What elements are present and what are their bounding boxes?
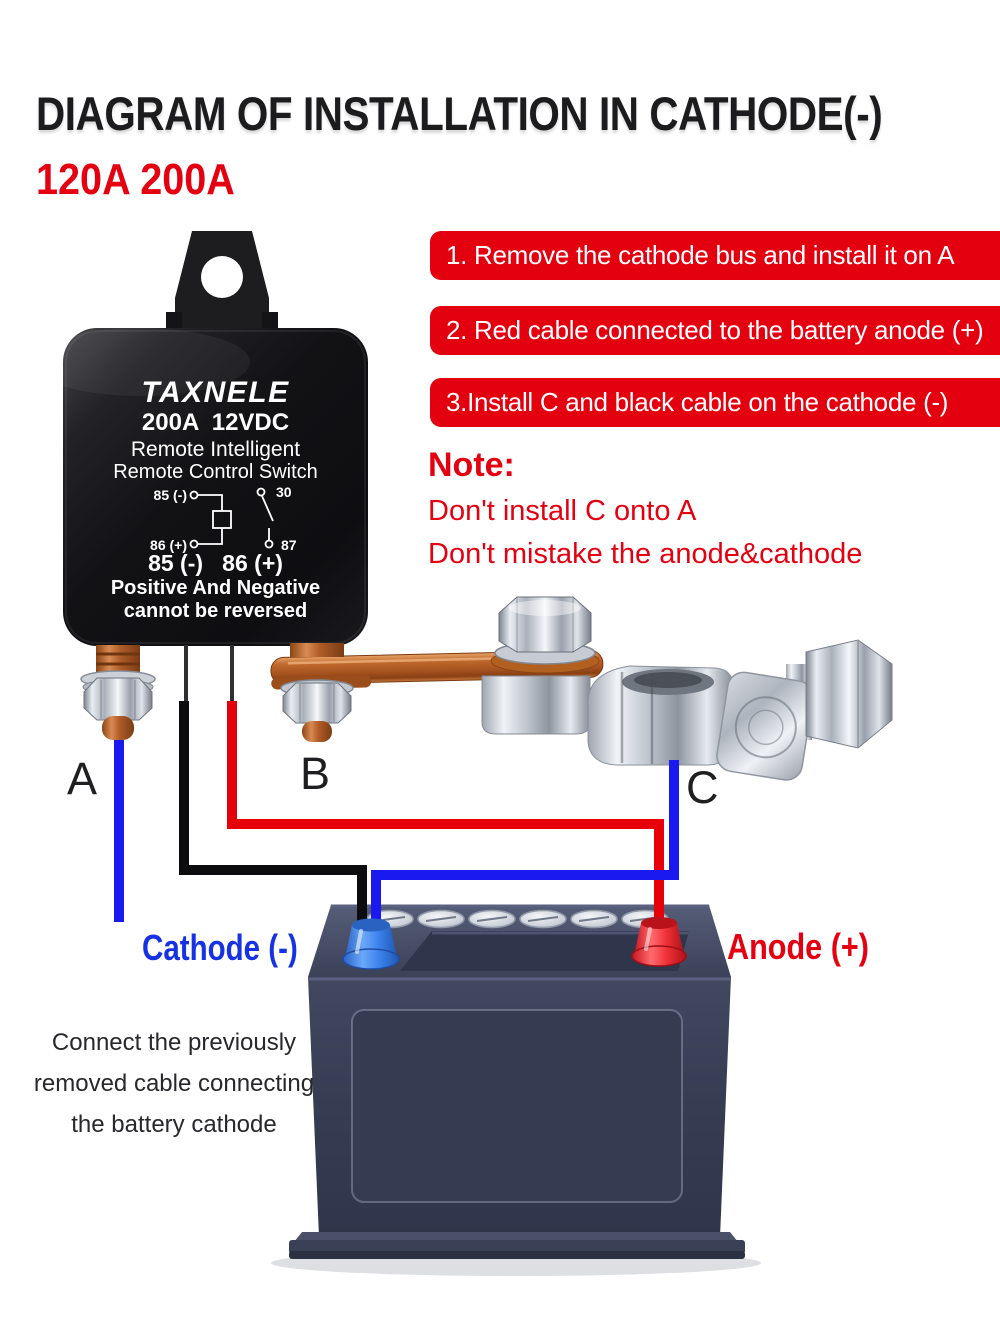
wiring <box>114 701 679 928</box>
relay-mounting-tab <box>166 231 278 334</box>
relay-pin-labels: 85 (-) 30 86 (+) 87 <box>150 484 297 553</box>
relay-warning-1: Positive And Negative <box>110 577 321 599</box>
anode-label: Anode (+) <box>727 926 869 967</box>
pin-85-label: 85 (-) <box>154 487 187 503</box>
relay-polarity-line: 85 (-) 86 (+) <box>148 550 283 576</box>
terminal-b <box>280 643 354 742</box>
instruction-step-3: 3.Install C and black cable on the catho… <box>430 378 1000 427</box>
note-line-1: Don't install C onto A <box>428 495 697 527</box>
footer-line-3: the battery cathode <box>71 1111 277 1138</box>
point-b-label: B <box>300 748 331 799</box>
wire-blue-c <box>371 760 679 928</box>
battery-terminal-anode <box>631 917 687 967</box>
battery <box>271 904 761 1276</box>
amp-rating-subtitle: 120A 200A <box>36 155 235 204</box>
wire-black <box>179 701 367 928</box>
relay-leads <box>184 645 234 702</box>
relay-brand: TAXNELE <box>141 376 290 409</box>
cathode-label: Cathode (-) <box>142 927 298 968</box>
footer-line-2: removed cable connecting <box>33 1070 315 1097</box>
relay-warning-2: cannot be reversed <box>123 600 308 622</box>
footer-line-1: Connect the previously <box>51 1029 297 1056</box>
pin-87-label: 87 <box>281 537 297 553</box>
pin-30-label: 30 <box>276 484 292 500</box>
relay-subtitle-1: Remote Intelligent <box>130 438 301 461</box>
terminal-a <box>80 645 156 740</box>
relay-body <box>30 328 368 646</box>
battery-terminal-cathode <box>342 918 400 970</box>
battery-clamp-c <box>481 639 893 781</box>
instruction-step-1: 1. Remove the cathode bus and install it… <box>430 231 1000 280</box>
page-title: DIAGRAM OF INSTALLATION IN CATHODE(-) <box>36 87 883 140</box>
relay-rating: 200A 12VDC <box>141 409 290 436</box>
point-c-label: C <box>686 762 719 813</box>
relay-subtitle-2: Remote Control Switch <box>113 461 318 483</box>
note-line-2: Don't mistake the anode&cathode <box>428 538 863 570</box>
busbar-bolt <box>490 596 600 674</box>
pin-86-label: 86 (+) <box>150 537 187 553</box>
footer-note: Connect the previously removed cable con… <box>28 1022 320 1145</box>
instruction-step-2: 2. Red cable connected to the battery an… <box>430 306 1000 355</box>
point-a-label: A <box>67 753 98 804</box>
note-heading: Note: <box>428 446 515 484</box>
relay-circuit-print <box>189 487 274 549</box>
